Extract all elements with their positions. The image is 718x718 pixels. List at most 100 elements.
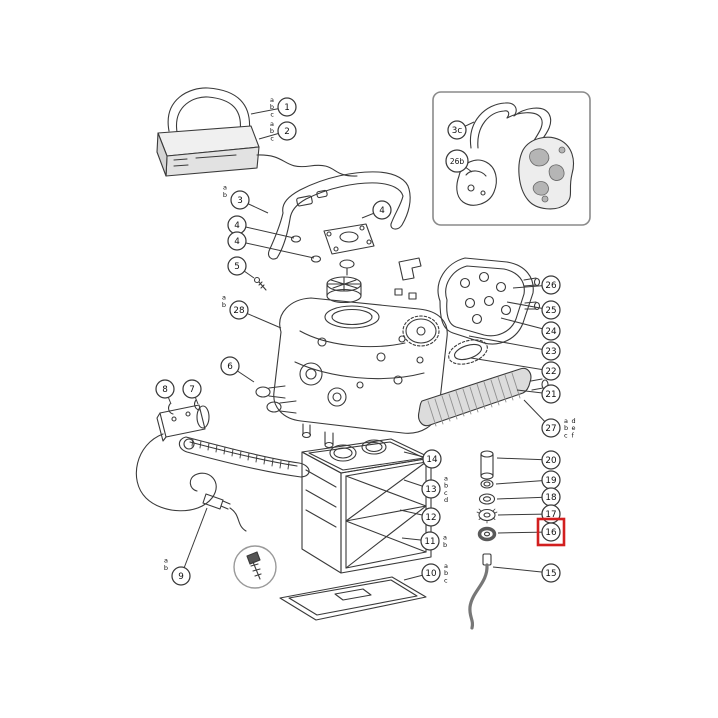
callout-circle[interactable] (541, 275, 561, 295)
callout-24[interactable]: 24 (500, 317, 561, 341)
callout-number: 19 (545, 476, 556, 486)
callout-circle[interactable] (230, 190, 250, 210)
callout-12[interactable]: 12 (399, 507, 441, 527)
callout-circle[interactable] (277, 121, 297, 141)
callout-subletter: a (223, 184, 227, 192)
callout-number: 15 (545, 569, 556, 579)
callout-number: 10 (425, 569, 437, 579)
callout-7[interactable]: 7 (182, 379, 202, 405)
callout-10[interactable]: 10 abc (403, 562, 448, 584)
callout-circle[interactable] (182, 379, 202, 399)
callout-25[interactable]: 25 (506, 300, 561, 320)
callout-number: 22 (545, 367, 556, 377)
callout-number: 26b (450, 157, 465, 166)
callout-circle[interactable] (541, 450, 561, 470)
callout-subletter: a (564, 417, 568, 425)
callout-circle[interactable] (445, 149, 469, 173)
callout-number: 21 (545, 390, 556, 400)
highlight-box (536, 517, 566, 547)
callout-circle[interactable] (372, 200, 392, 220)
callout-circle[interactable] (171, 566, 191, 586)
callout-subletter: c (564, 431, 568, 439)
callout-subletter: c (270, 110, 274, 118)
callout-number: 4 (379, 206, 385, 216)
callout-subletter: d (572, 417, 576, 425)
callout-6[interactable]: 6 (220, 356, 255, 383)
callout-circle[interactable] (421, 563, 441, 583)
callout-subletter: b (223, 191, 227, 199)
callout-subletter: a (222, 294, 226, 302)
callout-8[interactable]: 8 (155, 379, 175, 405)
callout-circle[interactable] (541, 321, 561, 341)
callout-circle[interactable] (227, 231, 247, 251)
detail-magnifier (233, 545, 277, 589)
callout-number: 26 (545, 281, 557, 291)
callout-4[interactable]: 4 (227, 231, 315, 259)
callout-number: 14 (426, 455, 438, 465)
callout-26[interactable]: 26 (512, 275, 561, 295)
callout-circle[interactable] (541, 300, 561, 320)
callout-subletter: c (444, 576, 448, 584)
part-filter-box (301, 438, 432, 574)
callout-4[interactable]: 4 (361, 200, 392, 220)
callout-circle[interactable] (447, 120, 467, 140)
callout-circle[interactable] (277, 97, 297, 117)
callout-subletter: b (270, 103, 274, 111)
callout-4[interactable]: 4 (227, 215, 295, 239)
callout-circle[interactable] (220, 356, 240, 376)
callout-subletter: d (444, 496, 448, 504)
callout-circle[interactable] (541, 384, 561, 404)
part-side-plate (437, 257, 541, 345)
part-power-cord (135, 433, 247, 532)
part-inset-housing (456, 159, 497, 206)
callout-subletter: a (444, 562, 448, 570)
callout-subletter: b (270, 127, 274, 135)
part-inset-housing-camo (518, 136, 575, 210)
callout-number: 2 (284, 127, 290, 137)
callout-circle[interactable] (422, 449, 442, 469)
callout-circle[interactable] (421, 507, 441, 527)
callout-number: 27 (545, 424, 556, 434)
callout-circle[interactable] (541, 361, 561, 381)
callout-circle[interactable] (227, 256, 247, 276)
callout-circle[interactable] (541, 563, 561, 583)
callout-14[interactable]: 14 (403, 449, 442, 469)
callout-3[interactable]: 3ab (223, 184, 269, 214)
callout-subletter: b (564, 424, 568, 432)
callout-subletter: f (572, 431, 575, 439)
callout-circle[interactable] (229, 300, 249, 320)
callout-23[interactable]: 23 (468, 335, 561, 361)
callout-number: 12 (425, 513, 436, 523)
callout-subletter: b (443, 541, 447, 549)
callout-22[interactable]: 22 (470, 357, 561, 381)
callout-circle[interactable] (541, 341, 561, 361)
callout-number: 7 (189, 385, 195, 395)
callout-subletter: b (164, 564, 168, 572)
callout-subletter: a (444, 474, 448, 482)
callout-20[interactable]: 20 (496, 450, 561, 470)
callout-26b[interactable]: 26b (445, 149, 473, 173)
callout-21[interactable]: 21 (516, 384, 561, 404)
callout-circle[interactable] (421, 479, 441, 499)
callout-circle[interactable] (541, 522, 561, 542)
callout-layer: 1abc2abc3c26b3ab444528ab6789ab1413abcd12… (155, 96, 576, 586)
callout-circle[interactable] (541, 418, 561, 438)
callout-circle[interactable] (155, 379, 175, 399)
callout-circle[interactable] (420, 531, 440, 551)
callout-3c[interactable]: 3c (447, 120, 475, 140)
part-small-brackets (253, 235, 422, 300)
callout-16[interactable]: 16 (497, 517, 566, 547)
callout-subletter: b (444, 569, 448, 577)
callout-number: 17 (545, 510, 556, 520)
callout-9[interactable]: 9ab (164, 507, 208, 586)
callout-19[interactable]: 19 (495, 470, 561, 490)
callout-5[interactable]: 5 (227, 256, 255, 279)
callout-number: 18 (545, 493, 556, 503)
callout-15[interactable]: 15 (492, 563, 561, 583)
